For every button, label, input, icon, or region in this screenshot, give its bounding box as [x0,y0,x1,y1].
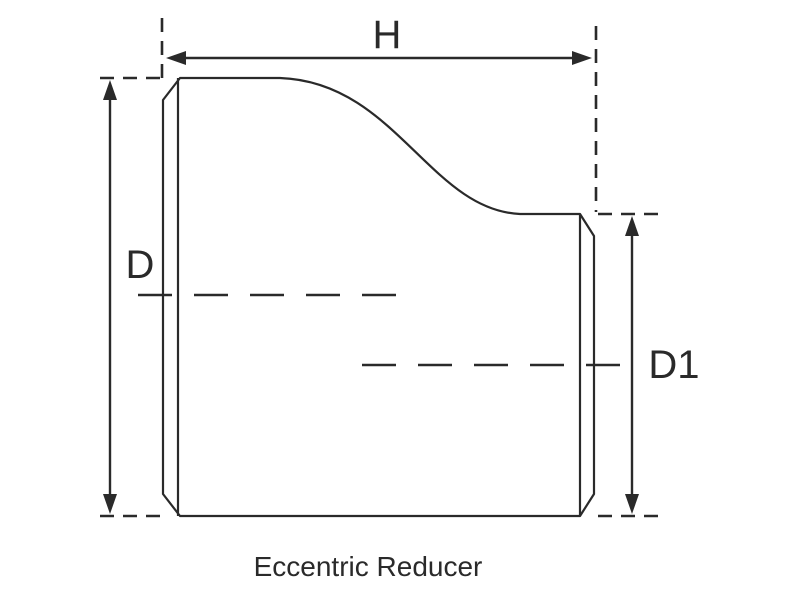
d-arrow-top [103,80,117,100]
d1-arrow-top [625,216,639,236]
d-dimension-label: D [126,243,155,287]
diagram-caption: Eccentric Reducer [254,551,483,582]
d-arrow-bottom [103,494,117,514]
d1-arrow-bottom [625,494,639,514]
h-arrow-right [572,51,592,65]
d1-dimension-label: D1 [648,343,699,387]
h-dimension-label: H [373,13,402,57]
reducer-body-outline [161,76,596,518]
h-arrow-left [166,51,186,65]
